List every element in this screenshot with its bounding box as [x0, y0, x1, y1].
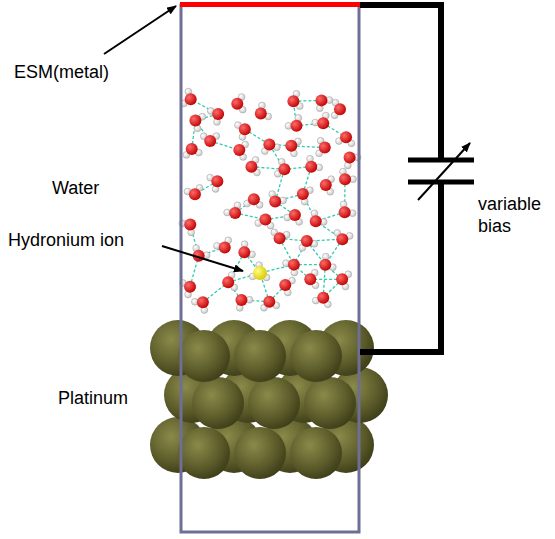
oxygen-atom: [238, 246, 250, 258]
oxygen-atom: [319, 259, 331, 271]
oxygen-atom: [278, 163, 290, 175]
oxygen-atom: [285, 140, 297, 152]
platinum-slab: [150, 320, 388, 479]
oxygen-atom: [189, 188, 201, 200]
oxygen-atom: [274, 232, 286, 244]
oxygen-atom: [269, 196, 281, 208]
capacitor-plate: [408, 180, 474, 185]
oxygen-atom: [222, 276, 234, 288]
oxygen-atom: [245, 161, 257, 173]
oxygen-atom: [186, 143, 198, 155]
platinum-atom: [290, 427, 342, 479]
oxygen-atom: [197, 296, 209, 308]
hydronium-oxygen: [253, 266, 267, 280]
oxygen-atom: [288, 259, 300, 271]
platinum-atom: [290, 330, 342, 382]
oxygen-atom: [320, 179, 332, 191]
oxygen-atom: [231, 98, 243, 110]
electrode-label: ESM(metal): [14, 62, 109, 84]
oxygen-atom: [259, 214, 271, 226]
platinum-atom: [178, 330, 230, 382]
oxygen-atom: [336, 233, 348, 245]
oxygen-atom: [310, 215, 322, 227]
variable-arrow: [418, 143, 470, 200]
oxygen-atom: [339, 206, 351, 218]
oxygen-atom: [184, 218, 196, 230]
oxygen-atom: [184, 281, 196, 293]
platinum-atom: [234, 330, 286, 382]
oxygen-atom: [248, 193, 260, 205]
bias-wire: [360, 5, 441, 352]
platinum-atom: [192, 377, 244, 429]
oxygen-atom: [305, 161, 317, 173]
oxygen-atom: [336, 273, 348, 285]
platinum-atom: [304, 377, 356, 429]
region-label: Platinum: [58, 388, 128, 410]
platinum-atom: [178, 427, 230, 479]
oxygen-atom: [219, 242, 231, 254]
oxygen-atom: [334, 103, 346, 115]
oxygen-atom: [189, 115, 201, 127]
ion-label: Hydronium ion: [8, 230, 124, 252]
oxygen-atom: [185, 93, 197, 105]
oxygen-atom: [263, 296, 275, 308]
oxygen-atom: [255, 107, 267, 119]
oxygen-atom: [304, 273, 316, 285]
oxygen-atom: [211, 175, 223, 187]
oxygen-atom: [279, 279, 291, 291]
leader-line: [162, 246, 243, 271]
oxygen-atom: [297, 188, 309, 200]
oxygen-atom: [263, 138, 275, 150]
oxygen-atom: [317, 117, 329, 129]
oxygen-atom: [204, 135, 216, 147]
platinum-atom: [248, 377, 300, 429]
platinum-atom: [234, 427, 286, 479]
region-label: Water: [52, 178, 99, 200]
oxygen-atom: [235, 294, 247, 306]
oxygen-atom: [339, 173, 351, 185]
oxygen-atom: [317, 292, 329, 304]
oxygen-atom: [290, 120, 302, 132]
oxygen-atom: [340, 131, 352, 143]
oxygen-atom: [287, 95, 299, 107]
oxygen-atom: [212, 108, 224, 120]
leader-line: [104, 6, 176, 54]
esm-electrode: [180, 2, 360, 7]
oxygen-atom: [315, 94, 327, 106]
oxygen-atom: [233, 144, 245, 156]
oxygen-atom: [319, 142, 331, 154]
capacitor-plate: [408, 158, 474, 163]
oxygen-atom: [289, 209, 301, 221]
water-molecules: [179, 88, 361, 313]
bias-label: variable bias: [478, 194, 548, 237]
oxygen-atom: [239, 123, 251, 135]
oxygen-atom: [229, 207, 241, 219]
simulation-cell: [181, 5, 359, 532]
oxygen-atom: [301, 235, 313, 247]
oxygen-atom: [344, 152, 356, 164]
